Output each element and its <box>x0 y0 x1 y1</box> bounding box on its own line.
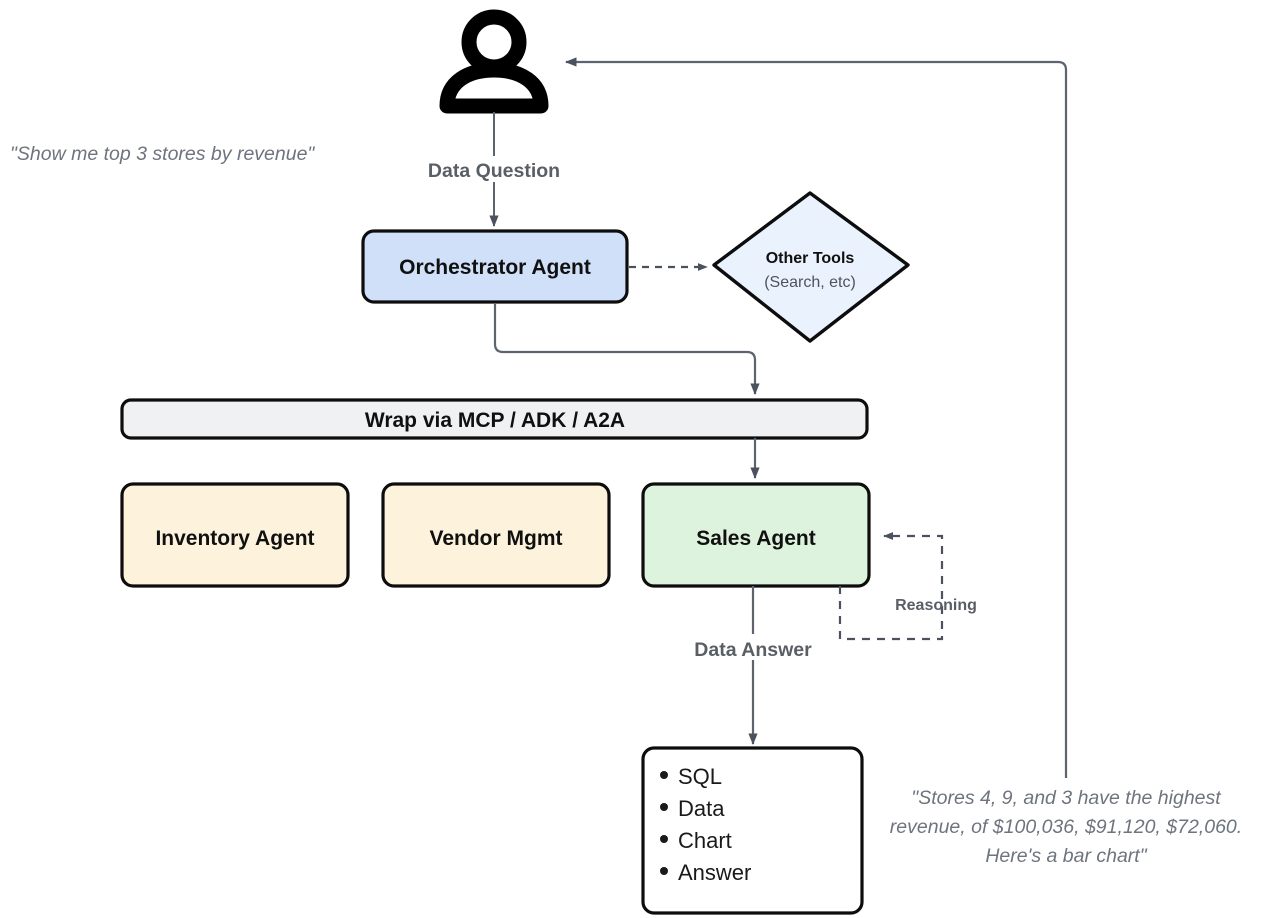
node-sales-agent-label: Sales Agent <box>696 527 815 550</box>
edge-label-reasoning: Reasoning <box>895 597 977 614</box>
bullet-dot-icon <box>660 771 668 779</box>
node-other-tools-title: Other Tools <box>766 250 855 267</box>
edge-output-back-to-user <box>565 57 1068 778</box>
node-vendor-mgmt-label: Vendor Mgmt <box>429 527 562 550</box>
list-item: SQL <box>678 764 722 789</box>
edge-orchestrator-to-mcp <box>493 303 760 395</box>
node-sales-agent[interactable]: Sales Agent <box>641 482 871 588</box>
output-list: SQL Data Chart Answer <box>660 764 751 885</box>
node-inventory-agent[interactable]: Inventory Agent <box>120 482 350 588</box>
node-vendor-mgmt[interactable]: Vendor Mgmt <box>381 482 611 588</box>
list-item: Answer <box>678 860 751 885</box>
node-orchestrator-agent-label: Orchestrator Agent <box>399 256 591 279</box>
list-item: Data <box>678 796 725 821</box>
user-question-quote: "Show me top 3 stores by revenue" <box>10 143 315 165</box>
user-person-icon <box>439 9 549 114</box>
edge-label-data-answer: Data Answer <box>694 639 812 661</box>
list-item: Chart <box>678 828 732 853</box>
node-mcp-wrap-bar-label: Wrap via MCP / ADK / A2A <box>365 409 625 432</box>
node-other-tools[interactable]: Other Tools (Search, etc) <box>712 191 910 343</box>
node-mcp-wrap-bar[interactable]: Wrap via MCP / ADK / A2A <box>120 398 869 440</box>
bullet-dot-icon <box>660 867 668 875</box>
answer-quote: "Stores 4, 9, and 3 have the highest rev… <box>890 787 1242 867</box>
answer-quote-line-1: "Stores 4, 9, and 3 have the highest <box>911 787 1222 809</box>
edge-label-bg-2 <box>675 634 829 660</box>
answer-quote-line-2: revenue, of $100,036, $91,120, $72,060. <box>890 816 1242 838</box>
node-output-box[interactable]: SQL Data Chart Answer <box>641 746 864 915</box>
bullet-dot-icon <box>660 835 668 843</box>
bullet-dot-icon <box>660 803 668 811</box>
edge-label-data-question: Data Question <box>428 160 560 182</box>
node-orchestrator-agent[interactable]: Orchestrator Agent <box>361 229 629 304</box>
answer-quote-line-3: Here's a bar chart" <box>985 845 1147 867</box>
node-inventory-agent-label: Inventory Agent <box>155 527 314 550</box>
node-other-tools-subtitle: (Search, etc) <box>764 274 856 291</box>
edge-label-bg-1 <box>413 156 576 182</box>
edge-reasoning-loop <box>838 532 944 641</box>
